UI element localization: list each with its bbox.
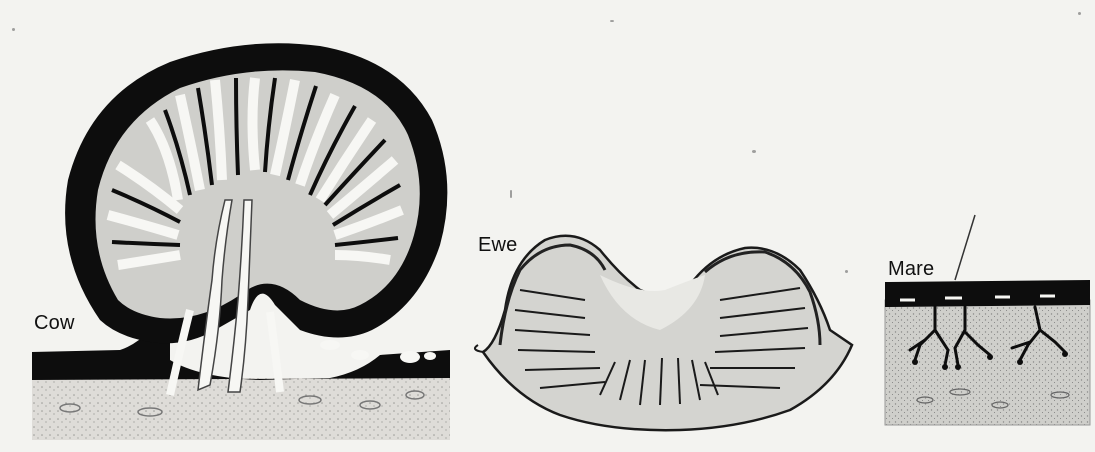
label-cow: Cow	[34, 312, 75, 335]
ewe-placentome	[475, 236, 852, 430]
scan-speck	[610, 20, 614, 22]
scan-speck	[845, 270, 848, 273]
ewe-outline	[483, 236, 852, 430]
cow-placentome	[32, 43, 450, 440]
scan-speck	[752, 150, 756, 153]
scan-speck	[12, 28, 15, 31]
mare-surface-band	[885, 280, 1090, 307]
scan-speck	[510, 190, 512, 198]
mare-microcotyledons	[885, 215, 1090, 425]
label-mare: Mare	[888, 258, 934, 281]
label-ewe: Ewe	[478, 234, 518, 257]
scan-speck	[1078, 12, 1081, 15]
